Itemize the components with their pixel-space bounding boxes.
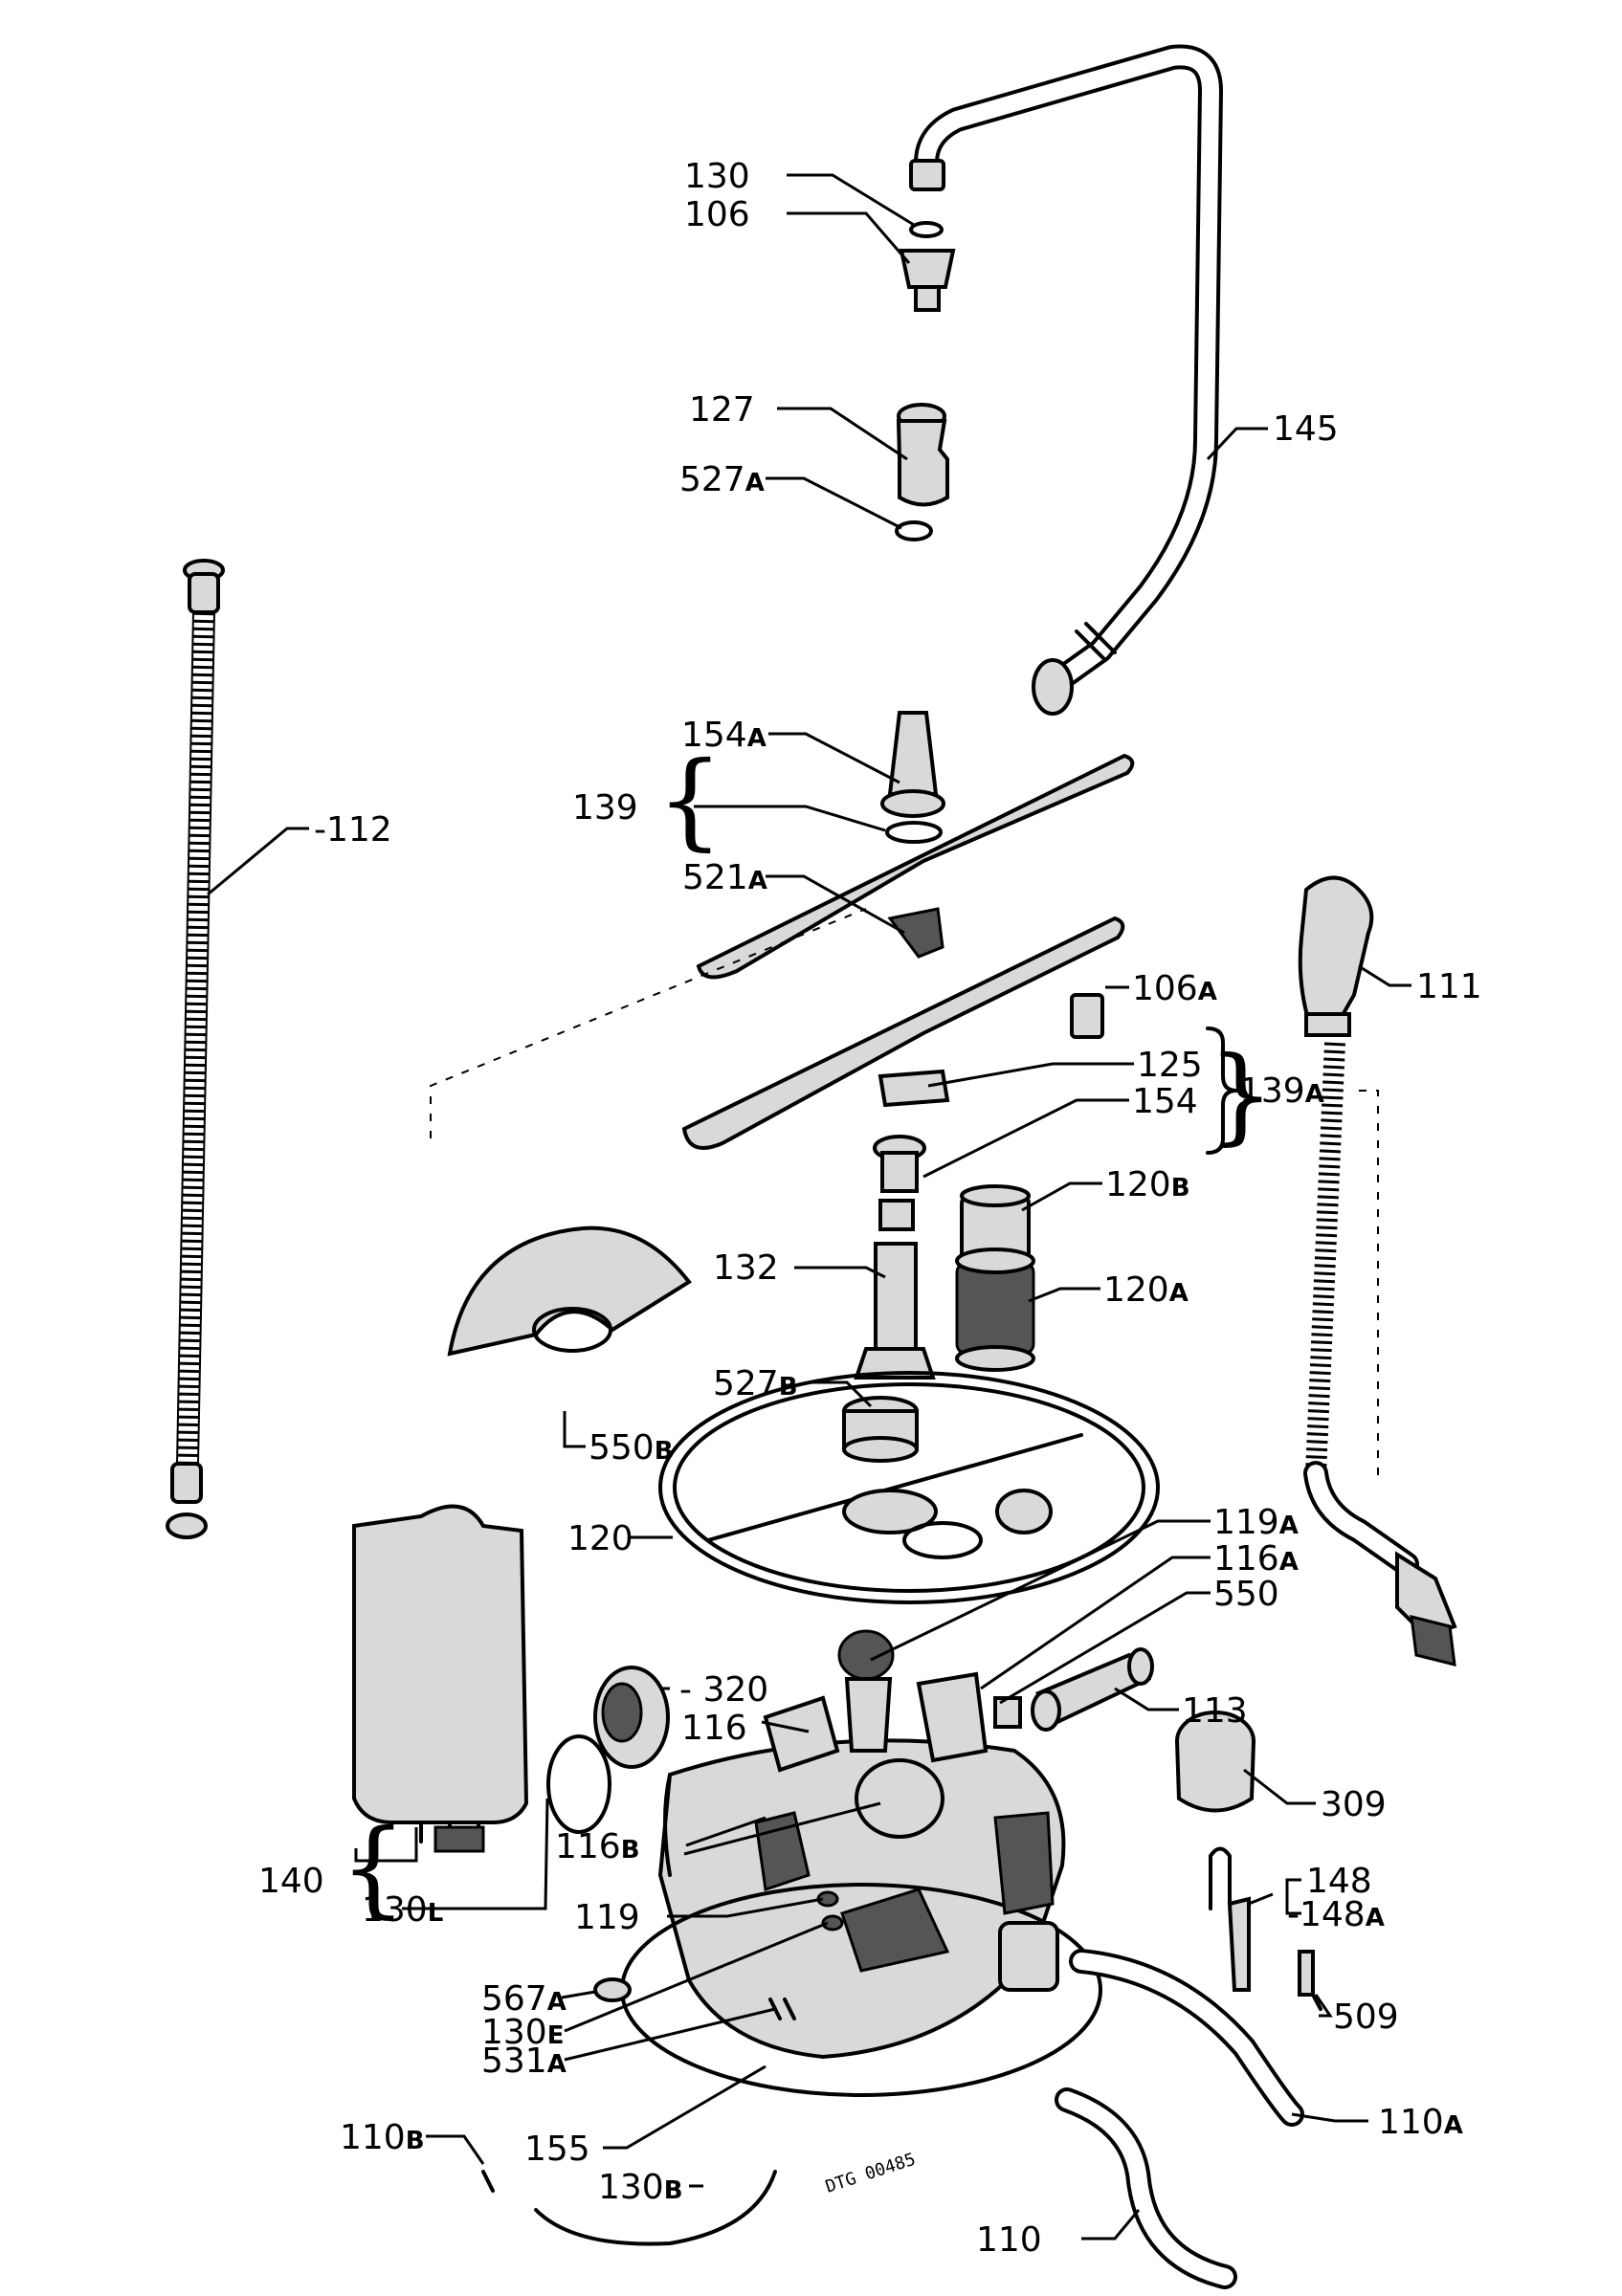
filter-disc-550b [447, 1225, 692, 1357]
label-155: 155 [524, 2130, 590, 2169]
spray-arm-139 [696, 711, 1135, 980]
label-130l: 130L [362, 1890, 443, 1930]
drawing-code: DTG 00485 [823, 2150, 918, 2197]
reservoir-140 [352, 1504, 529, 1853]
label-521a: 521A [682, 858, 767, 897]
filter-120a-120b [955, 1184, 1035, 1372]
fittings-119a-116 [763, 1629, 1022, 1773]
label-112: -112 [314, 810, 392, 850]
parts-127-527a [895, 403, 949, 541]
label-154: 154 [1132, 1082, 1198, 1121]
label-531a: 531A [481, 2042, 567, 2081]
label-111: 111 [1416, 967, 1482, 1006]
hoses-110 [481, 1949, 1304, 2289]
leader-lines [207, 173, 1411, 2241]
tube-145 [909, 44, 1223, 716]
label-130e: 130E [481, 2013, 564, 2052]
label-110: 110 [976, 2220, 1042, 2260]
label-132: 132 [713, 1248, 779, 1288]
spray-arm-139a [681, 916, 1125, 1150]
pump-housing [620, 1738, 1102, 2097]
brace-139a-shape [1206, 1027, 1238, 1155]
label-527a: 527A [679, 460, 765, 499]
label-550: 550 [1213, 1575, 1279, 1614]
label-139a: 139A [1239, 1071, 1324, 1111]
label-527b: 527B [713, 1364, 798, 1403]
label-550b: 550B [589, 1428, 674, 1468]
brace-139: { [656, 739, 723, 861]
label-309: 309 [1321, 1785, 1387, 1824]
label-154a: 154A [681, 716, 767, 755]
inlet-113 [1031, 1647, 1154, 1732]
label-567a: 567A [481, 1979, 567, 2019]
cap-309 [1175, 1711, 1255, 1813]
part-labels: 130 106 127 527A 145 -112 154A 139 521A … [258, 157, 1482, 2260]
label-127: 127 [689, 390, 755, 430]
clips-148-509 [1209, 1846, 1322, 2011]
label-509: 509 [1333, 1998, 1399, 2037]
label-106a: 106A [1132, 969, 1217, 1008]
label-145: 145 [1273, 409, 1339, 449]
label-120b: 120B [1105, 1165, 1190, 1204]
label-148: 148 [1306, 1862, 1372, 1901]
label-140: 140 [258, 1862, 324, 1901]
label-130b: 130B [598, 2168, 683, 2207]
label-120: 120 [567, 1519, 633, 1558]
label-119: 119 [574, 1898, 640, 1937]
label-116: 116 [681, 1709, 747, 1748]
label-110b: 110B [340, 2118, 425, 2157]
wash-tube-stack [854, 1135, 936, 1380]
label-139: 139 [572, 788, 638, 828]
brace-140: { [340, 1806, 407, 1929]
label-116a: 116A [1213, 1539, 1299, 1578]
label-130-top: 130 [684, 157, 750, 196]
part-320 [546, 1666, 670, 1834]
label-125: 125 [1137, 1046, 1203, 1085]
hose-112 [166, 559, 225, 1539]
assembly-guides [430, 908, 1379, 1483]
label-106: 106 [684, 195, 750, 234]
label-113: 113 [1182, 1691, 1248, 1731]
brace-139a: } [1208, 1033, 1275, 1156]
label-148a: -148A [1287, 1895, 1385, 1934]
parts-130-106 [899, 221, 956, 312]
label-320: - 320 [679, 1670, 768, 1710]
label-110a: 110A [1378, 2103, 1463, 2142]
drain-hose-111 [1298, 875, 1457, 1667]
cap-527b [842, 1396, 919, 1463]
label-120a: 120A [1103, 1270, 1189, 1310]
filter-plate-120 [658, 1371, 1160, 1604]
label-116b: 116B [555, 1827, 640, 1866]
label-119a: 119A [1213, 1503, 1299, 1542]
